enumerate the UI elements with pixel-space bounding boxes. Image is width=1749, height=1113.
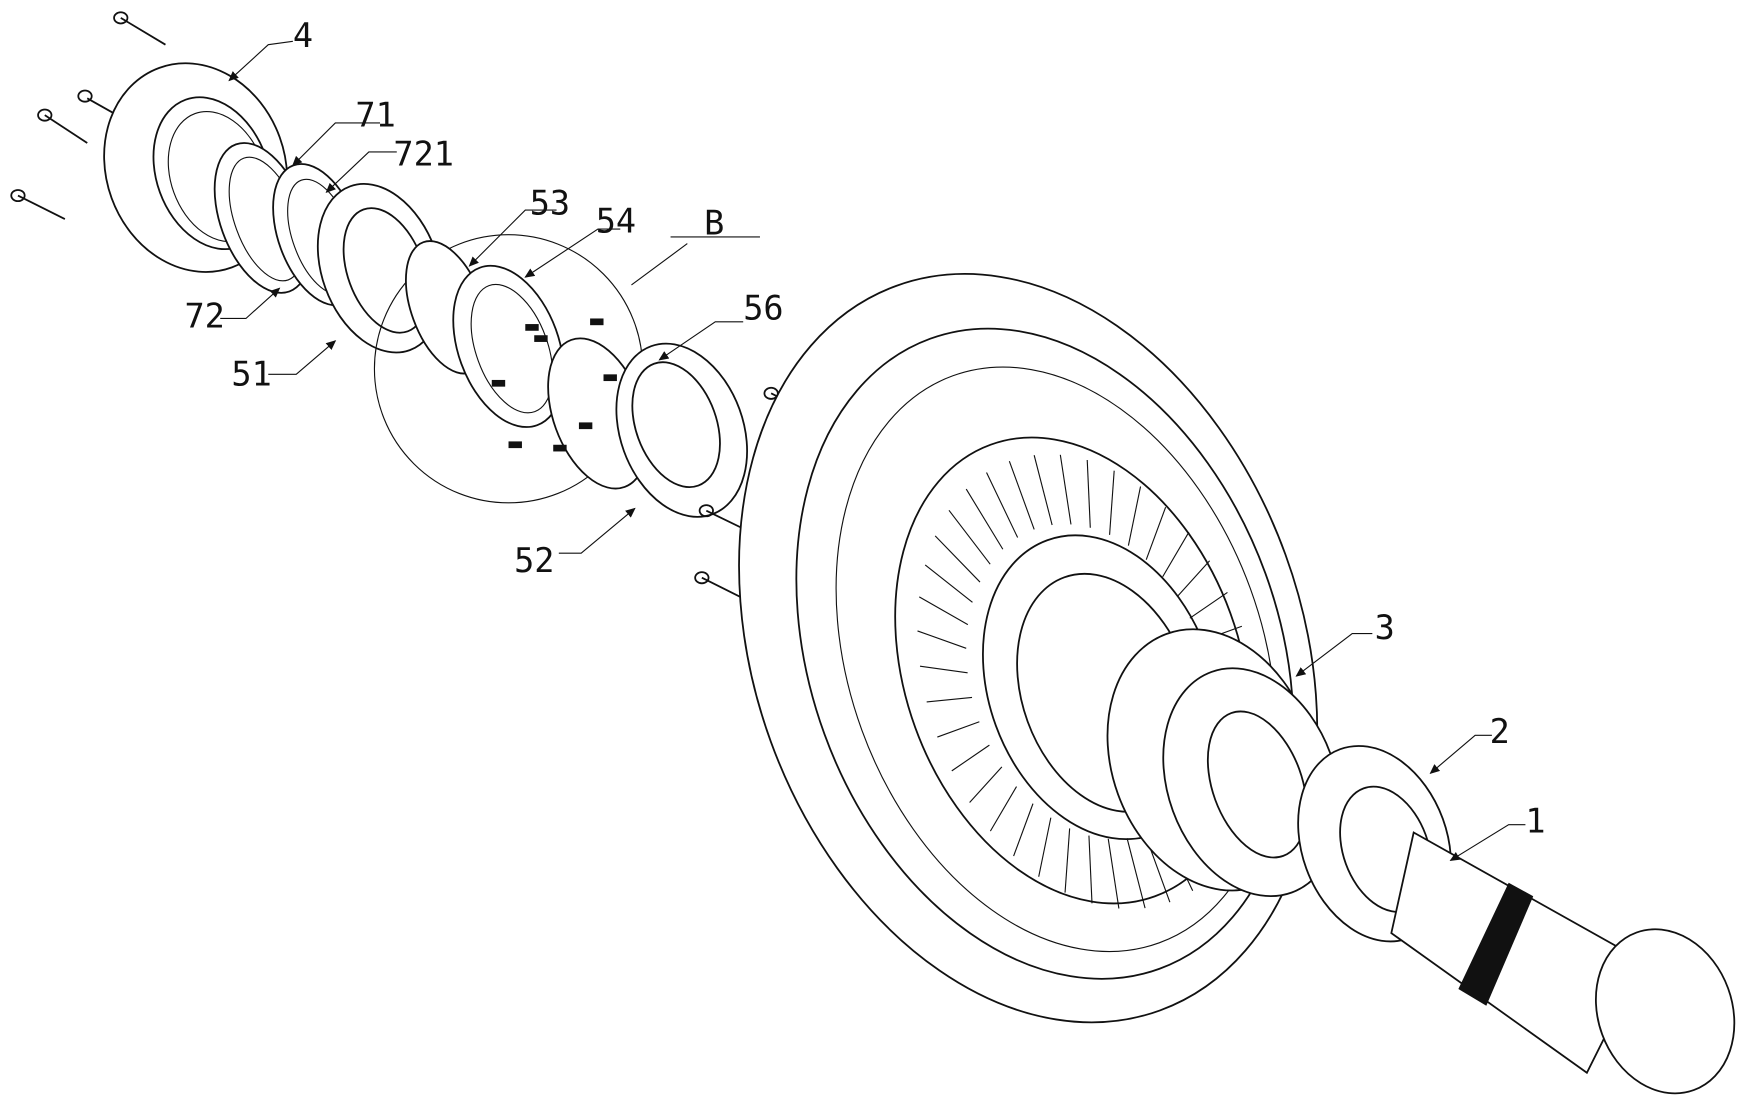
label-1: 1	[1525, 802, 1545, 841]
label-3: 3	[1375, 608, 1395, 647]
label-2: 2	[1490, 712, 1510, 751]
label-71: 71	[355, 95, 395, 134]
label-51: 51	[231, 355, 271, 394]
part-1-shaft	[1391, 833, 1749, 1113]
label-52: 52	[514, 541, 554, 580]
label-B: B	[704, 204, 724, 243]
detail-circle-B	[374, 230, 666, 503]
label-56: 56	[743, 289, 783, 328]
label-4: 4	[293, 16, 313, 55]
label-721: 721	[393, 134, 454, 173]
housing-flange	[639, 192, 1417, 1104]
label-53: 53	[530, 184, 570, 223]
label-72: 72	[184, 296, 224, 335]
label-54: 54	[596, 201, 636, 240]
